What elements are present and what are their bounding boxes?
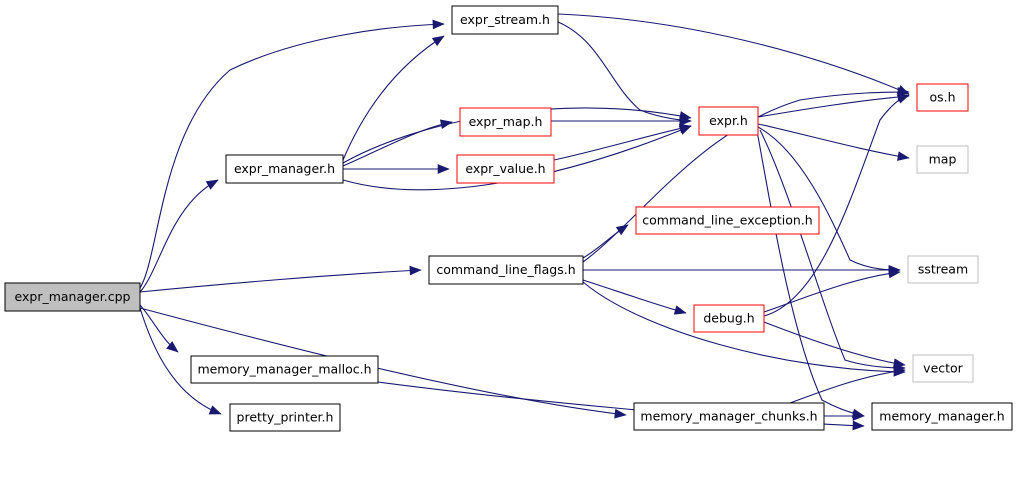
edge-arrowhead <box>852 420 865 431</box>
edge-arrowhead <box>888 268 901 279</box>
graph-edge <box>139 307 222 415</box>
graph-edge <box>557 13 910 95</box>
edge-arrowhead <box>673 305 687 315</box>
graph-node-memory-manager-chunks-h[interactable]: memory_manager_chunks.h <box>633 402 825 431</box>
graph-edge <box>763 321 906 366</box>
node-box[interactable] <box>428 255 584 285</box>
node-label: expr.h <box>709 113 748 128</box>
edge-arrowhead <box>897 87 910 97</box>
node-label: pretty_printer.h <box>237 410 334 425</box>
node-box[interactable] <box>916 145 969 174</box>
node-label: map <box>929 152 957 167</box>
edge-arrowhead <box>852 411 865 421</box>
edge-arrowhead <box>437 164 450 174</box>
node-box[interactable] <box>698 106 759 136</box>
graph-edge <box>763 271 901 313</box>
nodes-layer: expr_manager.cpp expr_stream.h expr_manage… <box>4 5 1013 432</box>
edge-arrowhead <box>614 408 627 419</box>
node-box[interactable] <box>871 402 1013 431</box>
node-label: debug.h <box>703 311 754 326</box>
node-label: vector <box>923 361 964 376</box>
edge-arrowhead <box>205 179 219 190</box>
edge-arrowhead <box>893 358 906 368</box>
graph-edge <box>139 179 219 293</box>
graph-edge <box>342 121 453 167</box>
graph-edge <box>139 269 422 293</box>
node-label: memory_manager_malloc.h <box>197 362 371 377</box>
node-label: expr_value.h <box>465 161 545 176</box>
edge-arrowhead <box>896 94 910 104</box>
edge-arrowhead <box>431 35 445 47</box>
edge-arrowhead <box>679 116 692 126</box>
edge-arrowhead <box>897 151 910 161</box>
edge-arrowhead <box>166 341 179 353</box>
graph-edge <box>557 21 692 122</box>
node-box[interactable] <box>907 255 979 284</box>
node-box[interactable] <box>190 355 379 384</box>
graph-edge <box>789 369 906 404</box>
node-label: expr_stream.h <box>460 12 550 27</box>
graph-node-expr-map-h[interactable]: expr_map.h <box>459 107 552 137</box>
node-label: command_line_exception.h <box>642 213 812 228</box>
graph-node-expr-h[interactable]: expr.h <box>698 106 759 136</box>
graph-edge <box>582 91 910 263</box>
graph-node-map[interactable]: map <box>916 145 969 174</box>
edge-arrowhead <box>615 224 629 236</box>
graph-node-memory-manager-malloc-h[interactable]: memory_manager_malloc.h <box>190 355 379 384</box>
node-box[interactable] <box>916 83 969 112</box>
node-label: expr_manager.h <box>234 161 335 176</box>
node-box[interactable] <box>229 403 341 432</box>
graph-edge <box>763 94 910 317</box>
node-box[interactable] <box>633 402 825 431</box>
graph-node-memory-manager-h[interactable]: memory_manager.h <box>871 402 1013 431</box>
node-box[interactable] <box>635 206 820 235</box>
graph-edge <box>582 281 906 373</box>
graph-edge <box>759 129 906 369</box>
node-label: expr_manager.cpp <box>15 289 131 304</box>
edge-arrowhead <box>409 265 422 276</box>
edge-arrowhead <box>893 366 906 377</box>
graph-edge <box>553 125 692 161</box>
graph-edge <box>757 95 910 118</box>
edge-arrowhead <box>208 405 222 415</box>
node-box[interactable] <box>693 304 765 333</box>
node-label: expr_map.h <box>469 114 543 129</box>
node-label: command_line_flags.h <box>436 262 575 277</box>
graph-edge <box>757 123 910 159</box>
graph-edge <box>342 35 445 161</box>
edges-layer <box>139 13 910 431</box>
node-label: os.h <box>929 90 955 105</box>
node-box[interactable] <box>456 154 555 184</box>
graph-node-vector[interactable]: vector <box>912 354 974 383</box>
graph-node-pretty-printer-h[interactable]: pretty_printer.h <box>229 403 341 432</box>
node-box[interactable] <box>459 107 552 137</box>
graph-node-command-line-exception-h[interactable]: command_line_exception.h <box>635 206 820 235</box>
graph-node-os-h[interactable]: os.h <box>916 83 969 112</box>
graph-node-sstream[interactable]: sstream <box>907 255 979 284</box>
node-label: memory_manager_chunks.h <box>640 409 817 424</box>
graph-node-debug-h[interactable]: debug.h <box>693 304 765 333</box>
graph-node-expr-manager-cpp[interactable]: expr_manager.cpp <box>4 282 141 312</box>
graph-edge <box>756 130 865 417</box>
graph-node-expr-stream-h[interactable]: expr_stream.h <box>451 5 559 35</box>
node-box[interactable] <box>4 282 141 312</box>
graph-node-command-line-flags-h[interactable]: command_line_flags.h <box>428 255 584 285</box>
node-box[interactable] <box>225 154 344 184</box>
node-label: sstream <box>918 262 968 277</box>
graph-edge <box>757 126 901 271</box>
node-box[interactable] <box>451 5 559 35</box>
graph-edge <box>139 23 445 289</box>
edge-arrowhead <box>432 19 445 30</box>
edge-arrowhead <box>678 123 692 134</box>
graph-node-expr-manager-h[interactable]: expr_manager.h <box>225 154 344 184</box>
node-label: memory_manager.h <box>879 409 1004 424</box>
graph-edge <box>582 279 687 314</box>
node-box[interactable] <box>912 354 974 383</box>
graph-node-expr-value-h[interactable]: expr_value.h <box>456 154 555 184</box>
